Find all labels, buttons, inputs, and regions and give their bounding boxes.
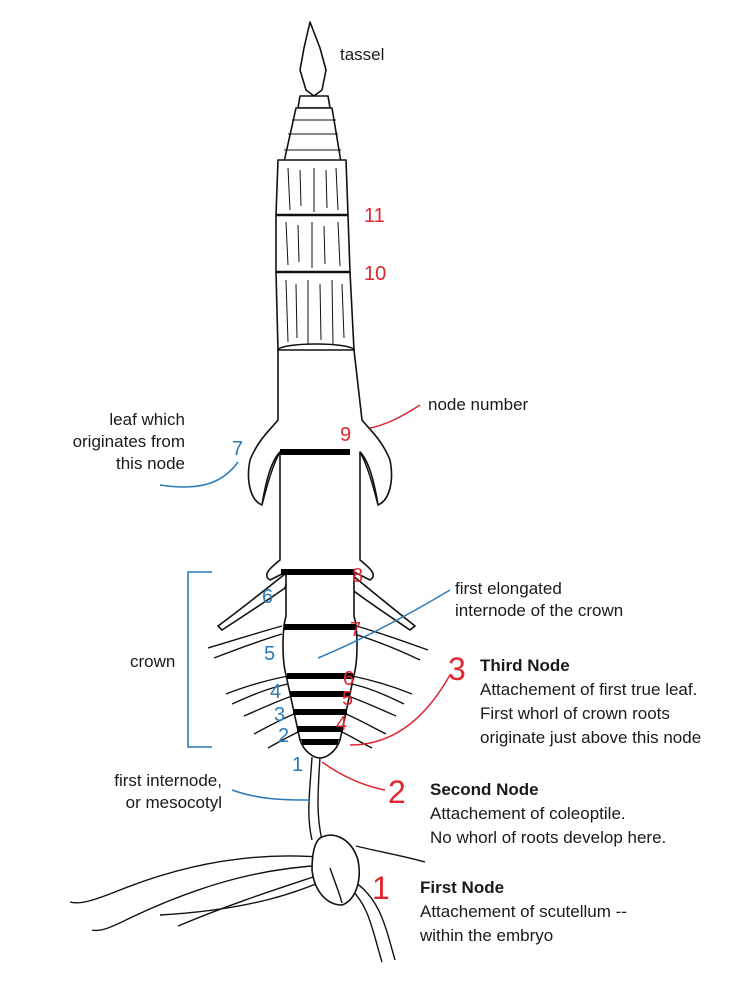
leaf-number-1: 1 <box>292 754 303 776</box>
third-node-line1: Attachement of first true leaf. <box>480 680 697 699</box>
tassel-label: tassel <box>340 45 384 64</box>
text-labels: tassel 11 10 9 8 7 6 5 4 7 6 5 4 3 2 1 n… <box>73 45 702 945</box>
node-number-5: 5 <box>342 688 353 710</box>
leaf-label-line1: leaf which <box>109 410 185 429</box>
leaf-number-2: 2 <box>278 725 289 747</box>
leaf-label-line2: originates from <box>73 432 185 451</box>
plant-illustration <box>69 21 429 963</box>
mesocotyl-leader <box>231 789 311 801</box>
mesocotyl-label-line2: or mesocotyl <box>126 793 222 812</box>
node-number-label: node number <box>428 395 529 414</box>
node-number-10: 10 <box>364 263 386 285</box>
second-node-line2: No whorl of roots develop here. <box>430 828 666 847</box>
second-node-line1: Attachement of coleoptile. <box>430 804 626 823</box>
node-number-leader <box>369 404 421 429</box>
elongated-label-line2: internode of the crown <box>455 601 623 620</box>
third-node-line2: First whorl of crown roots <box>480 704 670 723</box>
second-node-number: 2 <box>388 774 406 810</box>
elongated-label-line1: first elongated <box>455 579 562 598</box>
node-number-6: 6 <box>343 668 354 690</box>
first-node-line2: within the embryo <box>419 926 553 945</box>
third-node-line3: originate just above this node <box>480 728 701 747</box>
node-number-11: 11 <box>364 205 385 227</box>
node-number-4: 4 <box>336 713 347 735</box>
second-node-leader <box>321 761 386 791</box>
elongated-internode-leader <box>317 589 451 659</box>
leaf-number-5: 5 <box>264 643 275 665</box>
second-node-title: Second Node <box>430 780 539 799</box>
third-node-number: 3 <box>448 651 466 687</box>
stalk <box>247 21 393 759</box>
node-number-9: 9 <box>340 424 351 446</box>
leaf-number-3: 3 <box>274 704 285 726</box>
third-node-leader <box>349 674 451 746</box>
mesocotyl-label-line1: first internode, <box>114 771 222 790</box>
leaf-leader <box>159 461 239 488</box>
leaf-number-6: 6 <box>262 586 273 608</box>
third-node-title: Third Node <box>480 656 570 675</box>
mesocotyl <box>308 756 313 841</box>
crown-bracket <box>187 571 212 748</box>
kernel <box>311 834 360 906</box>
leaf-number-7: 7 <box>232 438 243 460</box>
first-node-line1: Attachement of scutellum -- <box>420 902 627 921</box>
crown-label: crown <box>130 652 175 671</box>
leaf-label-line3: this node <box>116 454 185 473</box>
leader-lines <box>159 404 451 801</box>
first-node-title: First Node <box>420 878 504 897</box>
node-bands <box>280 449 356 745</box>
node-number-7: 7 <box>350 619 361 641</box>
crown-leaves <box>207 569 429 749</box>
node-number-8: 8 <box>352 565 363 587</box>
tassel-tip <box>299 21 327 97</box>
leaf-number-4: 4 <box>270 681 281 703</box>
stalk-veins <box>285 167 345 345</box>
first-node-number: 1 <box>372 870 390 906</box>
